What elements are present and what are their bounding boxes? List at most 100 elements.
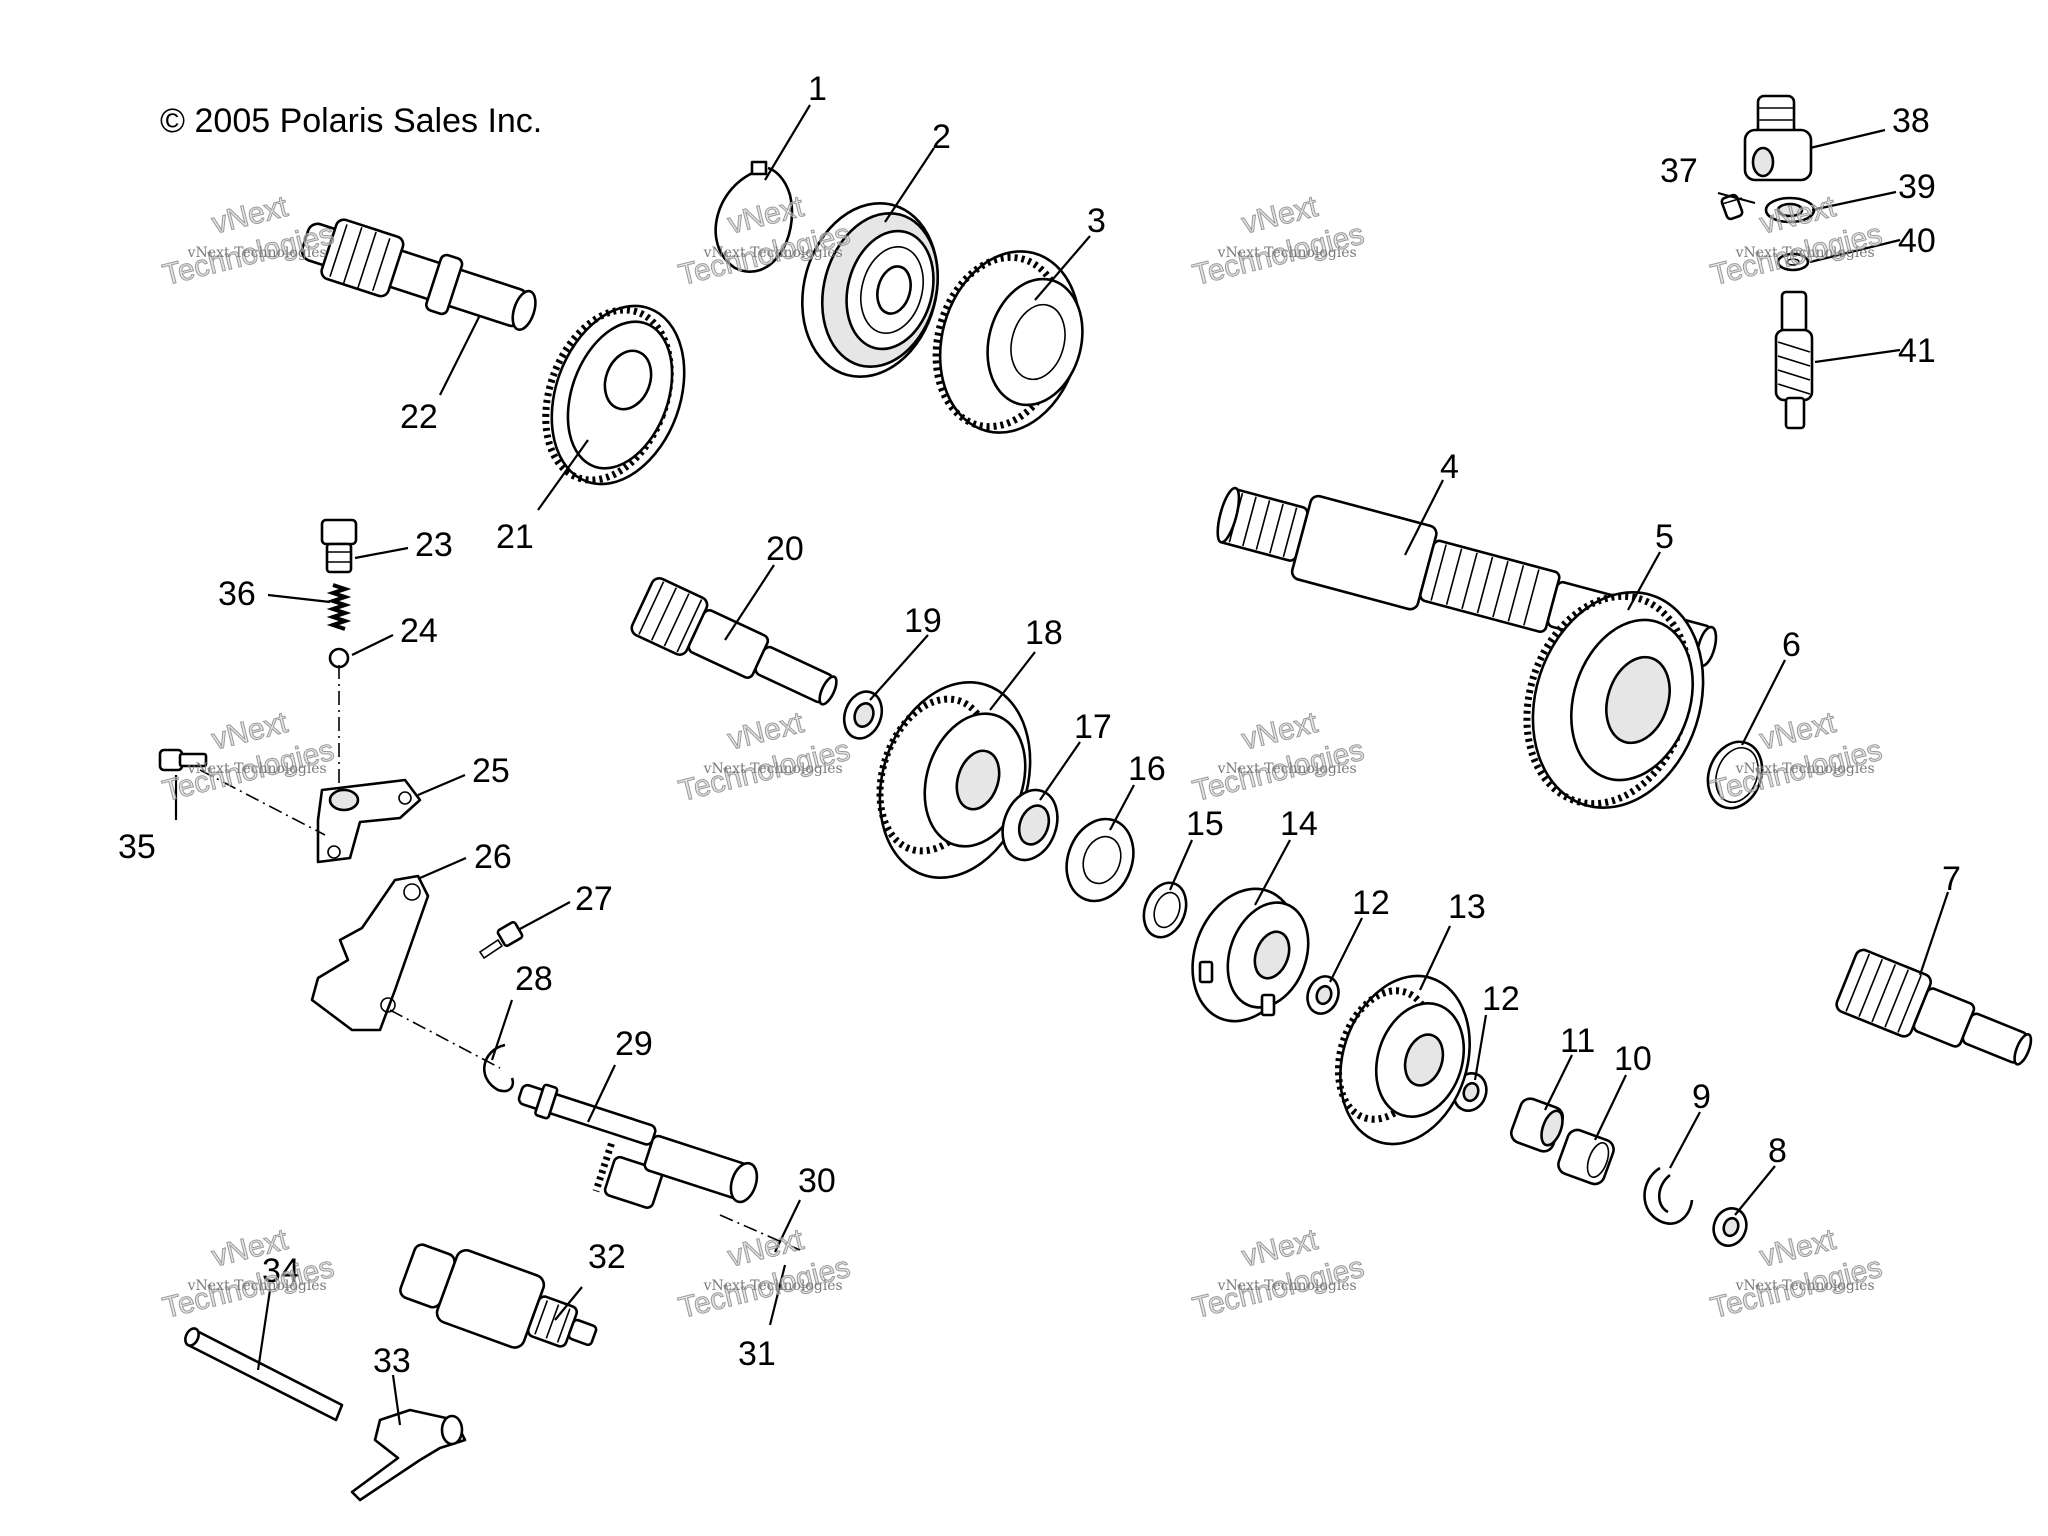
- alignment-lines: [199, 665, 801, 1251]
- part-10-bushing: [1557, 1128, 1615, 1186]
- callout-18: 18: [1025, 614, 1063, 652]
- part-29-shaft: [517, 1083, 759, 1209]
- callout-28: 28: [515, 960, 553, 998]
- part-40-washer: [1776, 252, 1810, 272]
- callout-31: 31: [738, 1335, 776, 1373]
- part-26-lever: [310, 874, 430, 1032]
- callout-3: 3: [1087, 202, 1106, 240]
- callout-14: 14: [1280, 805, 1318, 843]
- part-16-washer: [1065, 817, 1135, 903]
- svg-text:vNext Technologies: vNext Technologies: [703, 761, 843, 777]
- part-21-gear: [542, 304, 686, 486]
- leader-lines: [174, 104, 1950, 1426]
- part-3-hub: [932, 250, 1084, 434]
- callout-34: 34: [262, 1252, 300, 1290]
- part-17-bearing: [1001, 788, 1059, 862]
- callout-41: 41: [1898, 332, 1936, 370]
- svg-text:vNext Technologies: vNext Technologies: [1735, 245, 1875, 261]
- watermark-9: vNext Technologies vNext Technologies: [159, 1222, 338, 1325]
- part-24-ball: [328, 647, 350, 669]
- part-32-drum: [399, 1243, 598, 1349]
- part-19-washer: [842, 690, 884, 740]
- svg-text:vNext Technologies: vNext Technologies: [1217, 245, 1357, 261]
- callout-38: 38: [1892, 102, 1930, 140]
- part-33-fork: [350, 1408, 467, 1502]
- callout-13: 13: [1448, 888, 1486, 926]
- part-34-rod: [184, 1327, 344, 1422]
- part-11-bushing: [1509, 1097, 1565, 1153]
- svg-text:vNext Technologies: vNext Technologies: [187, 1278, 327, 1294]
- svg-text:vNext Technologies: vNext Technologies: [1217, 1278, 1357, 1294]
- callout-30: 30: [798, 1162, 836, 1200]
- callout-17: 17: [1074, 708, 1112, 746]
- callout-33: 33: [373, 1342, 411, 1380]
- callout-27: 27: [575, 880, 613, 918]
- svg-text:vNext Technologies: vNext Technologies: [1735, 1278, 1875, 1294]
- callout-32: 32: [588, 1238, 626, 1276]
- callout-19: 19: [904, 602, 942, 640]
- svg-text:vNext Technologies: vNext Technologies: [703, 1278, 843, 1294]
- part-22-shaft: [300, 218, 537, 331]
- callout-21: 21: [496, 518, 534, 556]
- watermark-3: vNext Technologies vNext Technologies: [1189, 189, 1368, 292]
- callout-25: 25: [472, 752, 510, 790]
- callout-29: 29: [615, 1025, 653, 1063]
- part-12-washer-a: [1306, 975, 1340, 1015]
- callout-4: 4: [1440, 448, 1459, 486]
- callout-12-b: 12: [1482, 980, 1520, 1018]
- watermark-5: vNext Technologies vNext Technologies: [159, 705, 338, 808]
- callout-6: 6: [1782, 626, 1801, 664]
- watermark-11: vNext Technologies vNext Technologies: [1189, 1222, 1368, 1325]
- callout-20: 20: [766, 530, 804, 568]
- svg-text:vNext Technologies: vNext Technologies: [187, 245, 327, 261]
- callout-8: 8: [1768, 1132, 1787, 1170]
- callout-7: 7: [1942, 860, 1961, 898]
- callout-39: 39: [1898, 168, 1936, 206]
- part-25-bracket: [316, 778, 422, 864]
- copyright-text: © 2005 Polaris Sales Inc.: [160, 102, 542, 140]
- part-23-bolt: [320, 518, 358, 574]
- parts-group: [158, 94, 2033, 1502]
- callout-36: 36: [218, 575, 256, 613]
- callout-11: 11: [1560, 1022, 1595, 1060]
- part-18-gear: [876, 681, 1032, 879]
- watermark-1: vNext Technologies vNext Technologies: [159, 189, 338, 292]
- callout-35: 35: [118, 828, 156, 866]
- callout-26: 26: [474, 838, 512, 876]
- part-13-gear: [1334, 974, 1471, 1146]
- svg-text:vNext Technologies: vNext Technologies: [703, 245, 843, 261]
- part-5-gear: [1523, 591, 1705, 809]
- callout-15: 15: [1186, 805, 1224, 843]
- callout-labels: 1 2 3 4 5 6 7 8 9 10 11 12 12 13 14 15 1…: [118, 70, 1961, 1380]
- part-7-shaft: [1835, 948, 2033, 1066]
- part-1-circlip: [714, 160, 794, 273]
- part-6-ring: [1706, 740, 1764, 810]
- callout-5: 5: [1655, 518, 1674, 556]
- part-15-ring: [1142, 881, 1188, 939]
- callout-10: 10: [1614, 1040, 1652, 1078]
- part-8-washer: [1712, 1207, 1748, 1247]
- watermark-7: vNext Technologies vNext Technologies: [1189, 705, 1368, 808]
- svg-text:vNext Technologies: vNext Technologies: [1217, 761, 1357, 777]
- callout-9: 9: [1692, 1078, 1711, 1116]
- svg-text:vNext Technologies: vNext Technologies: [1735, 761, 1875, 777]
- callout-37: 37: [1660, 152, 1698, 190]
- part-20-shaft: [630, 577, 838, 706]
- callout-16: 16: [1128, 750, 1166, 788]
- part-14-dog: [1191, 887, 1310, 1023]
- watermark-10: vNext Technologies vNext Technologies: [675, 1222, 854, 1325]
- part-27-bolt: [478, 921, 524, 960]
- part-41-worm: [1774, 290, 1814, 430]
- callout-40: 40: [1898, 222, 1936, 260]
- part-38-housing: [1743, 94, 1813, 182]
- callout-23: 23: [415, 526, 453, 564]
- callout-12-a: 12: [1352, 884, 1390, 922]
- part-2-bearing: [801, 201, 940, 379]
- watermark-6: vNext Technologies vNext Technologies: [675, 705, 854, 808]
- part-35-screw: [158, 748, 208, 772]
- callout-24: 24: [400, 612, 438, 650]
- callout-2: 2: [932, 118, 951, 156]
- part-9-clip: [1643, 1166, 1694, 1225]
- callout-1: 1: [808, 70, 827, 108]
